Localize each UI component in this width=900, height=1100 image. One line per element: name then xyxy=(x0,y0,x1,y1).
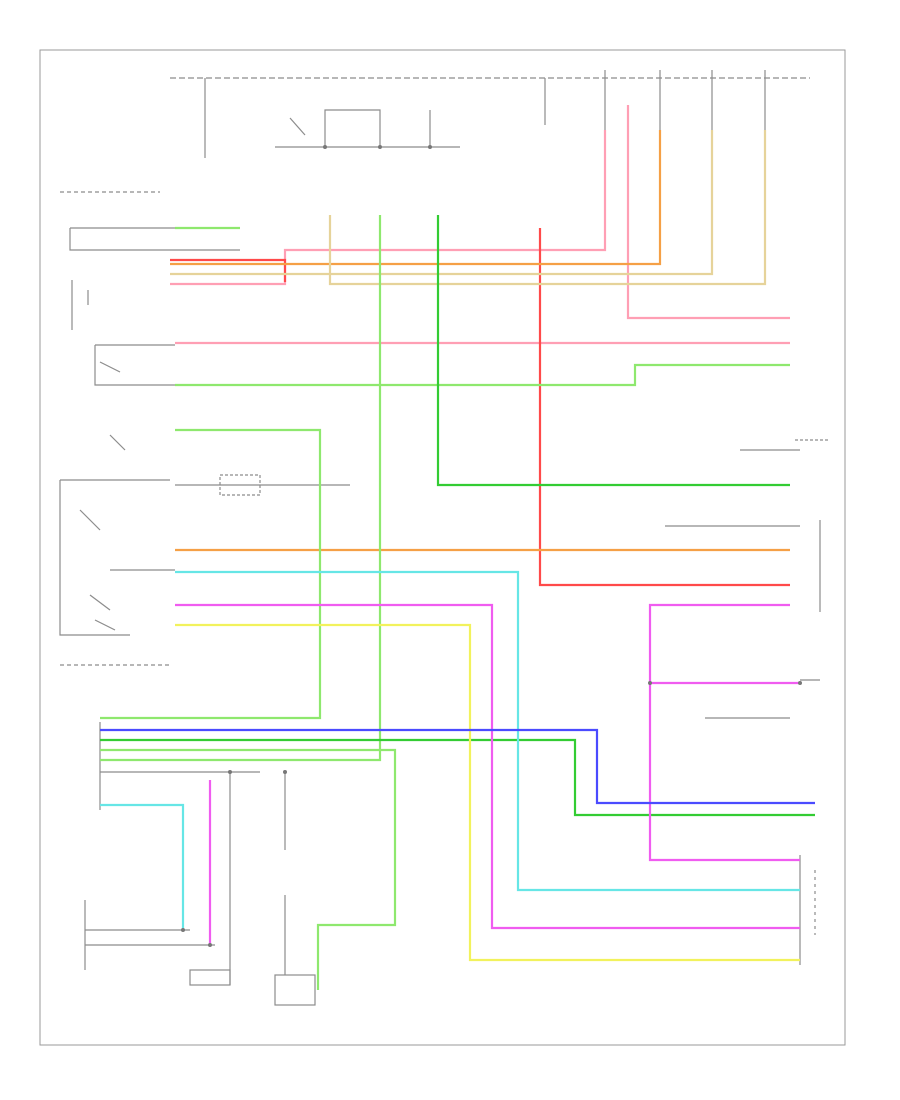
wire-light-green xyxy=(100,748,397,990)
wire-blue xyxy=(100,728,815,805)
wire-green xyxy=(100,738,815,817)
wire-light-green xyxy=(100,428,322,720)
splice-points xyxy=(181,145,802,947)
fuse-relay-block xyxy=(60,70,810,251)
wire-tan xyxy=(170,130,714,276)
wire-red xyxy=(538,228,790,587)
wire-light-green-group xyxy=(100,215,790,990)
wire-magenta xyxy=(175,603,800,930)
right-connectors xyxy=(665,439,830,965)
wire-cyan xyxy=(100,803,185,930)
wire-pink xyxy=(626,105,790,320)
wire-pink-group xyxy=(170,105,790,345)
diagram-frame xyxy=(39,49,846,1046)
wire-tan xyxy=(328,130,767,286)
wire-yellow xyxy=(175,623,800,962)
wire-orange xyxy=(170,130,662,266)
wire-light-green xyxy=(175,363,790,387)
wire-pink xyxy=(170,130,607,286)
wire-green xyxy=(436,215,790,487)
wire-light-green xyxy=(100,215,382,762)
wire-magenta xyxy=(648,603,800,862)
switch-column xyxy=(59,280,175,666)
